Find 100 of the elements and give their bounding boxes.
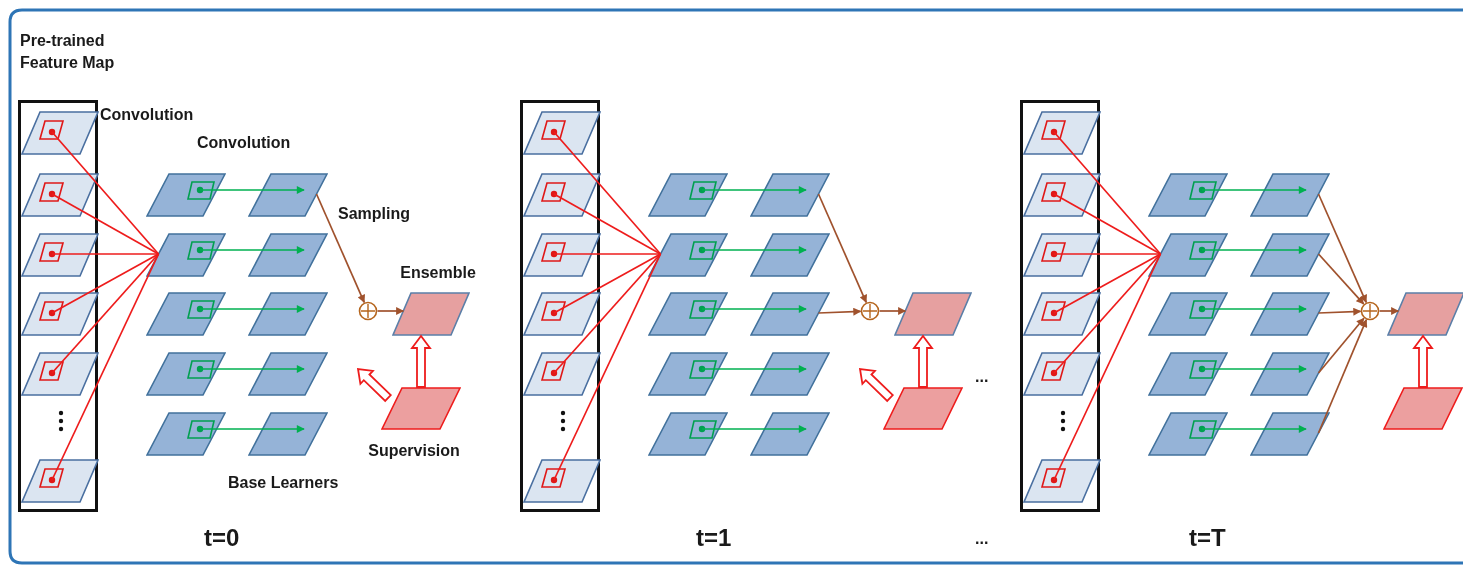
annotation-label: Sampling xyxy=(338,204,410,224)
connection-line xyxy=(553,253,662,481)
arrow xyxy=(1317,193,1368,304)
feature-map xyxy=(523,173,601,217)
feature-map xyxy=(21,111,99,155)
base-learner-map xyxy=(648,412,728,456)
base-learner-map xyxy=(146,292,226,336)
connection-line xyxy=(553,131,662,255)
feature-map-stack-frame xyxy=(1020,100,1100,512)
feature-map xyxy=(21,459,99,503)
base-learner-map xyxy=(750,233,830,277)
map-caption: Ensemble xyxy=(399,263,477,283)
connection-line xyxy=(1053,253,1162,374)
panel-heading: Pre-trained Feature Map xyxy=(20,31,116,73)
arrow xyxy=(1201,305,1307,313)
supervision-map xyxy=(883,387,963,430)
connection-line xyxy=(51,253,160,374)
base-learner-map xyxy=(648,292,728,336)
connection-line xyxy=(51,131,160,255)
feature-map xyxy=(1023,459,1101,503)
base-learner-map xyxy=(1148,292,1228,336)
connection-line xyxy=(51,253,160,314)
arrow xyxy=(199,305,305,313)
feature-map xyxy=(21,233,99,277)
arrow xyxy=(701,186,807,194)
feature-map xyxy=(523,352,601,396)
connection-line xyxy=(1053,253,1162,481)
base-learner-map xyxy=(1250,292,1330,336)
base-learner-map xyxy=(146,233,226,277)
base-learner-map xyxy=(248,173,328,217)
connection-line xyxy=(553,193,662,255)
annotation-label: Convolution xyxy=(100,105,194,125)
annotation-label: Base Learners xyxy=(228,473,339,493)
map-caption: Supervision xyxy=(367,441,461,461)
connection-line xyxy=(51,253,160,255)
arrow xyxy=(1201,425,1307,433)
arrow xyxy=(1317,253,1365,305)
connection-line xyxy=(51,253,160,481)
feature-map xyxy=(1023,233,1101,277)
feature-map xyxy=(21,352,99,396)
base-learner-map xyxy=(750,173,830,217)
ellipsis-text: ... xyxy=(975,367,989,387)
arrow xyxy=(199,425,305,433)
base-learner-map xyxy=(146,352,226,396)
arrow xyxy=(199,365,305,373)
base-learner-map xyxy=(146,412,226,456)
base-learner-map xyxy=(1250,173,1330,217)
base-learner-map xyxy=(146,173,226,217)
arrow xyxy=(701,365,807,373)
arrow xyxy=(376,307,405,315)
connection-line xyxy=(1053,253,1162,314)
arrow xyxy=(701,246,807,254)
feature-map xyxy=(1023,292,1101,336)
base-learner-map xyxy=(248,412,328,456)
block-arrow xyxy=(356,367,393,403)
arrow xyxy=(1201,186,1307,194)
arrow xyxy=(817,307,862,316)
feature-map xyxy=(1023,173,1101,217)
arrow xyxy=(199,186,305,194)
sum-symbol xyxy=(1360,301,1380,321)
arrow xyxy=(1378,307,1400,315)
base-learner-map xyxy=(1148,233,1228,277)
feature-map xyxy=(21,292,99,336)
connection-line xyxy=(553,253,662,255)
arrow xyxy=(878,307,907,315)
connection-line xyxy=(553,253,662,374)
block-arrow xyxy=(410,334,432,388)
connection-line xyxy=(553,253,662,314)
arrow xyxy=(199,246,305,254)
arrow xyxy=(1317,318,1368,434)
base-learner-map xyxy=(1250,233,1330,277)
feature-map xyxy=(523,292,601,336)
feature-map xyxy=(1023,111,1101,155)
base-learner-map xyxy=(1250,352,1330,396)
base-learner-map xyxy=(750,352,830,396)
base-learner-map xyxy=(1148,352,1228,396)
sum-symbol xyxy=(860,301,880,321)
feature-map xyxy=(1023,352,1101,396)
ensemble-map xyxy=(894,292,972,336)
sum-symbol xyxy=(358,301,378,321)
time-step-label: t=1 xyxy=(696,524,732,552)
base-learner-map xyxy=(648,352,728,396)
base-learner-map xyxy=(750,412,830,456)
base-learner-map xyxy=(750,292,830,336)
block-arrow xyxy=(858,367,895,403)
time-step-label: t=T xyxy=(1189,524,1226,552)
annotation-label: Convolution xyxy=(197,133,291,153)
arrow xyxy=(1317,317,1365,374)
feature-map xyxy=(21,173,99,217)
connection-line xyxy=(1053,131,1162,255)
feature-map xyxy=(523,111,601,155)
connection-line xyxy=(51,193,160,255)
ensemble-map xyxy=(1387,292,1463,336)
feature-map-stack-frame xyxy=(520,100,600,512)
arrow xyxy=(1201,246,1307,254)
block-arrow xyxy=(912,334,934,388)
arrow xyxy=(817,193,868,304)
base-learner-map xyxy=(248,352,328,396)
arrow xyxy=(315,193,366,304)
feature-map xyxy=(523,233,601,277)
